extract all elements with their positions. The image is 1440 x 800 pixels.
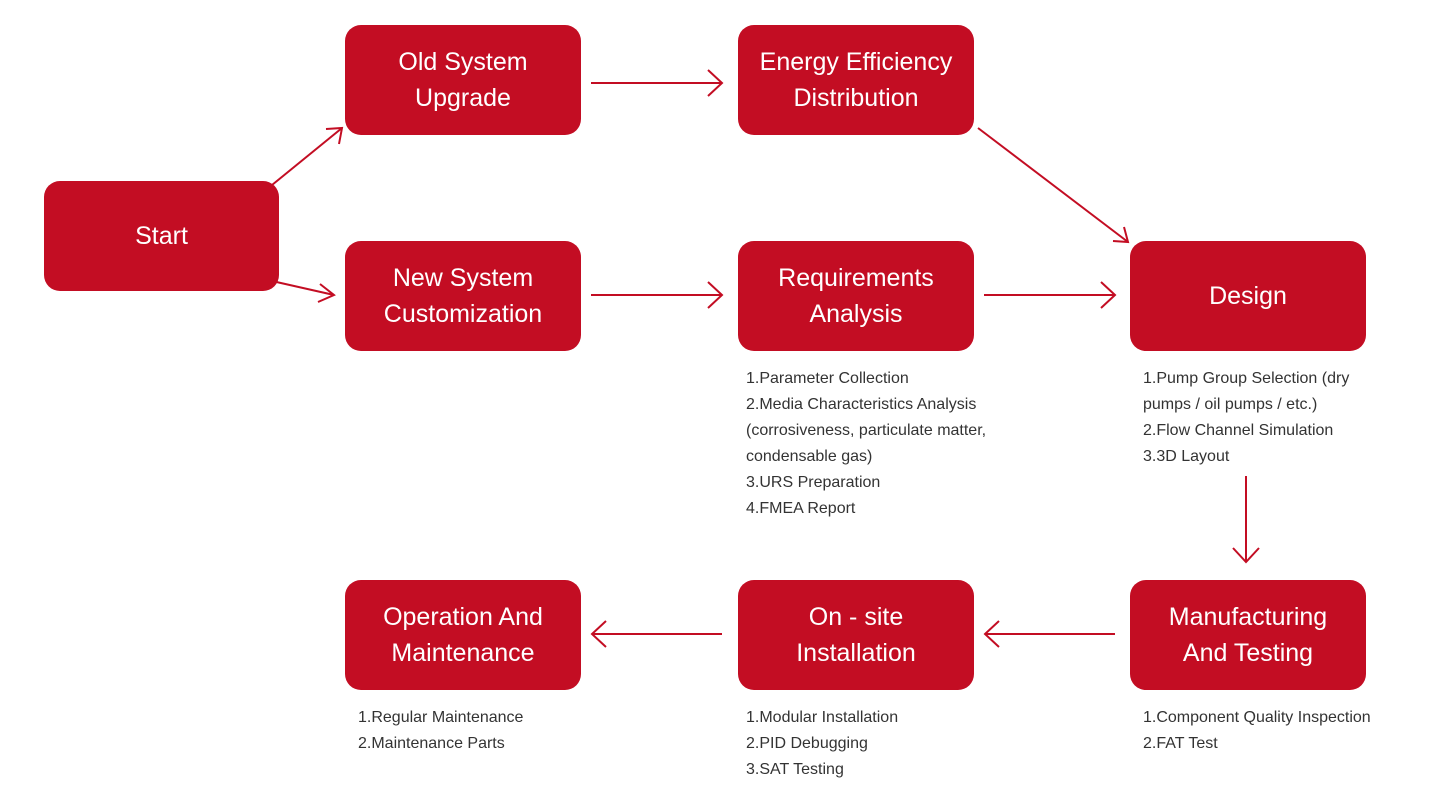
- arrow-new-system-to-requirements: [591, 281, 724, 309]
- node-requirements-analysis: Requirements Analysis: [738, 241, 974, 351]
- arrow-design-to-manufacturing: [1232, 476, 1260, 564]
- node-energy-efficiency-distribution: Energy Efficiency Distribution: [738, 25, 974, 135]
- arrow-start-to-old-system: [271, 126, 344, 186]
- note-line: 2.Maintenance Parts: [358, 735, 505, 752]
- node-manufacturing-label-line1: Manufacturing: [1168, 603, 1328, 631]
- node-new-system-customization: New System Customization: [345, 241, 581, 351]
- note-line: 3.3D Layout: [1143, 448, 1230, 465]
- arrow-old-system-to-energy: [591, 69, 724, 97]
- arrow-energy-to-design: [977, 127, 1130, 244]
- installation-notes: 1.Modular Installation 2.PID Debugging 3…: [746, 705, 898, 783]
- node-manufacturing-label-line2: And Testing: [1182, 639, 1314, 667]
- note-line: condensable gas): [746, 448, 873, 465]
- manufacturing-notes: 1.Component Quality Inspection 2.FAT Tes…: [1143, 705, 1371, 757]
- note-line: 4.FMEA Report: [746, 500, 856, 517]
- note-line: 3.URS Preparation: [746, 474, 881, 491]
- note-line: 3.SAT Testing: [746, 761, 844, 778]
- note-line: pumps / oil pumps / etc.): [1143, 396, 1318, 413]
- node-new-system-label-line2: Customization: [383, 300, 543, 328]
- node-requirements-label-line2: Analysis: [809, 300, 903, 328]
- node-installation-label-line2: Installation: [796, 639, 916, 667]
- note-line: (corrosiveness, particulate matter,: [746, 422, 987, 439]
- node-design: Design: [1130, 241, 1366, 351]
- node-old-system-upgrade: Old System Upgrade: [345, 25, 581, 135]
- note-line: 2.PID Debugging: [746, 735, 868, 752]
- note-line: 2.Media Characteristics Analysis: [746, 396, 977, 413]
- node-operation-label-line1: Operation And: [383, 603, 543, 631]
- node-operation-and-maintenance: Operation And Maintenance: [345, 580, 581, 690]
- node-manufacturing-and-testing: Manufacturing And Testing: [1130, 580, 1366, 690]
- node-design-label: Design: [1209, 282, 1287, 310]
- note-line: 1.Component Quality Inspection: [1143, 709, 1371, 726]
- node-energy-label-line1: Energy Efficiency: [759, 48, 953, 76]
- note-line: 1.Modular Installation: [746, 709, 899, 726]
- requirements-notes: 1.Parameter Collection 2.Media Character…: [746, 366, 986, 522]
- arrow-requirements-to-design: [984, 281, 1117, 309]
- arrow-installation-to-operation: [590, 620, 722, 648]
- node-new-system-label-line1: New System: [392, 264, 534, 292]
- note-line: 1.Parameter Collection: [746, 370, 909, 387]
- node-old-system-label-line1: Old System: [398, 48, 528, 76]
- node-on-site-installation: On - site Installation: [738, 580, 974, 690]
- node-energy-label-line2: Distribution: [793, 84, 919, 112]
- note-line: 2.Flow Channel Simulation: [1143, 422, 1334, 439]
- note-line: 2.FAT Test: [1143, 735, 1218, 752]
- arrow-manufacturing-to-installation: [983, 620, 1115, 648]
- node-requirements-label-line1: Requirements: [778, 264, 934, 292]
- node-operation-label-line2: Maintenance: [391, 639, 535, 667]
- node-start-label: Start: [135, 222, 188, 250]
- node-old-system-label-line2: Upgrade: [415, 84, 511, 112]
- note-line: 1.Pump Group Selection (dry: [1143, 370, 1350, 387]
- arrow-start-to-new-system: [271, 280, 336, 303]
- operation-notes: 1.Regular Maintenance 2.Maintenance Part…: [358, 705, 523, 757]
- design-notes: 1.Pump Group Selection (dry pumps / oil …: [1143, 366, 1349, 470]
- note-line: 1.Regular Maintenance: [358, 709, 524, 726]
- node-installation-label-line1: On - site: [808, 603, 904, 631]
- node-start: Start: [44, 181, 279, 291]
